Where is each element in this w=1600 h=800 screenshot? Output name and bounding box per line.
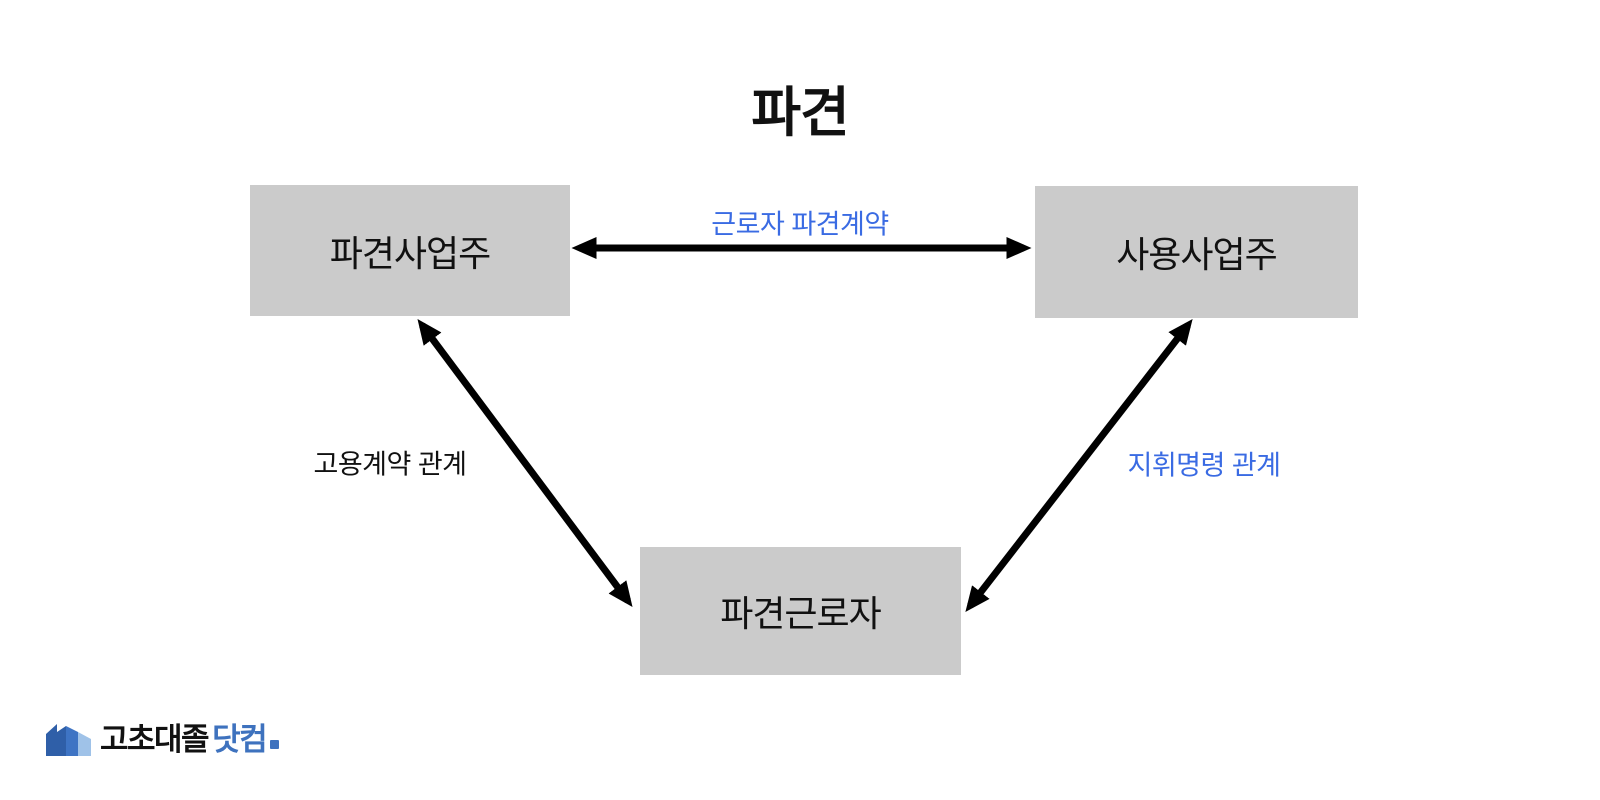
logo-name: 고초대졸 xyxy=(100,721,210,757)
node-dispatched-worker: 파견근로자 xyxy=(640,547,961,675)
node-dispatched-worker-label: 파견근로자 xyxy=(720,593,882,634)
page-title: 파견 xyxy=(751,83,849,143)
edge-label-worker-dispatch-contract: 근로자 파견계약 xyxy=(711,209,889,240)
node-using-employer: 사용사업주 xyxy=(1035,186,1358,318)
node-using-employer-label: 사용사업주 xyxy=(1116,234,1278,275)
logo-dot xyxy=(270,739,280,749)
edge-label-command-order: 지휘명령 관계 xyxy=(1127,450,1281,481)
node-dispatch-employer-label: 파견사업주 xyxy=(329,232,492,274)
logo-suffix: 닷컴 xyxy=(212,721,268,757)
edge-label-employment-contract: 고용계약 관계 xyxy=(313,449,467,480)
buildings-icon xyxy=(46,724,91,756)
node-dispatch-employer: 파견사업주 xyxy=(250,185,570,316)
